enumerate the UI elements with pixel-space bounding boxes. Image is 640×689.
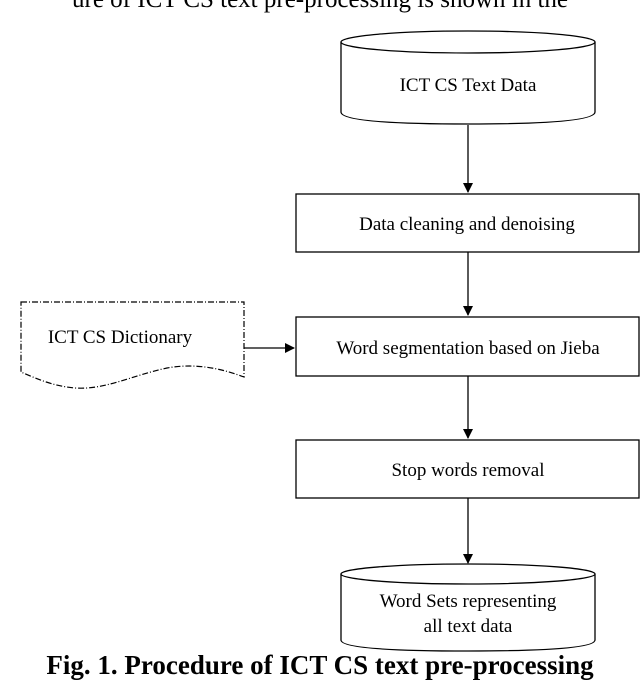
header-text-fragment: ure of ICT CS text pre-processing is sho… <box>0 0 640 14</box>
cleaning-node: Data cleaning and denoising <box>295 193 640 253</box>
word-sets-node: Word Sets representing all text data <box>340 563 596 652</box>
stopwords-node: Stop words removal <box>295 439 640 499</box>
word-sets-label-line1: Word Sets representing <box>380 591 557 612</box>
figure-caption: Fig. 1. Procedure of ICT CS text pre-pro… <box>46 650 594 680</box>
dictionary-label: ICT CS Dictionary <box>48 327 193 348</box>
dictionary-document-shape <box>20 301 245 389</box>
stopwords-label: Stop words removal <box>391 460 544 481</box>
word-sets-cylinder-top <box>340 563 596 585</box>
word-sets-cylinder <box>340 574 596 652</box>
word-sets-label-line2: all text data <box>424 616 513 637</box>
segmentation-label: Word segmentation based on Jieba <box>336 338 600 359</box>
text-data-cylinder-top <box>340 30 596 54</box>
cleaning-box <box>295 193 640 253</box>
dictionary-node: ICT CS Dictionary <box>20 301 245 389</box>
segmentation-node: Word segmentation based on Jieba <box>295 316 640 377</box>
cleaning-label: Data cleaning and denoising <box>359 214 575 235</box>
text-data-cylinder <box>340 42 596 125</box>
text-data-label: ICT CS Text Data <box>400 75 537 96</box>
text-data-node: ICT CS Text Data <box>340 30 596 125</box>
